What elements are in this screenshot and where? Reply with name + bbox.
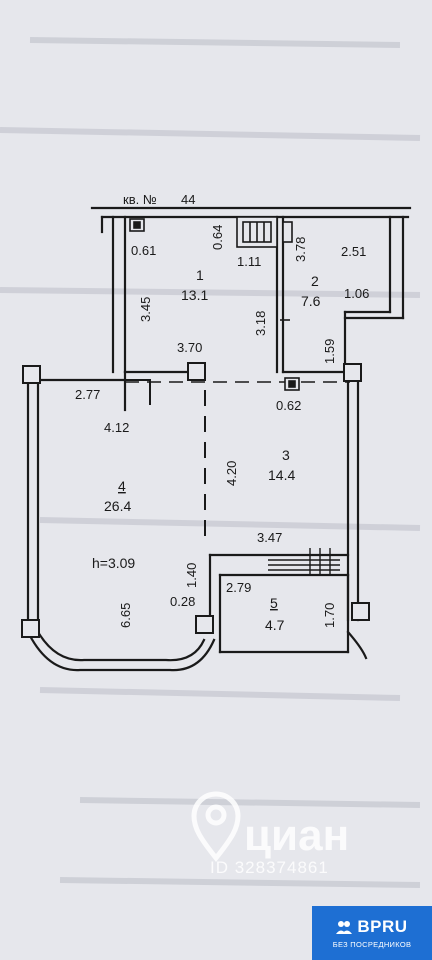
utility-blocks (129, 216, 300, 391)
dim-4-20: 4.20 (224, 461, 239, 486)
columns (21, 362, 370, 638)
room-1-area: 13.1 (181, 287, 208, 303)
room-2-number: 2 (311, 273, 319, 289)
dim-6-65: 6.65 (118, 603, 133, 628)
watermark-id: ID 328374861 (210, 858, 329, 877)
dim-1-70: 1.70 (322, 603, 337, 628)
dim-1-11: 1.11 (237, 254, 261, 269)
dim-0-64: 0.64 (210, 225, 225, 250)
dim-1-59: 1.59 (322, 339, 337, 364)
room-2-area: 7.6 (301, 293, 321, 309)
room-5-area: 4.7 (265, 617, 285, 633)
walls (26, 206, 412, 672)
dim-3-47: 3.47 (257, 530, 282, 545)
room-3-area: 14.4 (268, 467, 295, 483)
room-3-number: 3 (282, 447, 290, 463)
dim-0-61: 0.61 (131, 243, 156, 258)
dim-1-06: 1.06 (344, 286, 369, 301)
dim-3-18: 3.18 (253, 311, 268, 336)
dim-0-28: 0.28 (170, 594, 195, 609)
room-4-area: 26.4 (104, 498, 131, 514)
door-swing (125, 379, 151, 405)
dim-1-40: 1.40 (184, 563, 199, 588)
people-icon (336, 921, 353, 934)
background-print (0, 37, 421, 888)
dim-3-78: 3.78 (293, 237, 308, 262)
dim-0-62: 0.62 (276, 398, 301, 413)
dim-4-12: 4.12 (104, 420, 129, 435)
balcony-steps (268, 548, 340, 575)
apartment-number: 44 (181, 192, 195, 207)
dim-3-45: 3.45 (138, 297, 153, 322)
cian-watermark: циан ID 328374861 (191, 791, 349, 877)
dim-2-77: 2.77 (75, 387, 100, 402)
room-1-number: 1 (196, 267, 204, 283)
dim-2-51: 2.51 (341, 244, 366, 259)
watermark-brand: циан (244, 811, 349, 860)
dim-3-70: 3.70 (177, 340, 202, 355)
badge-brand: BPRU (357, 917, 408, 936)
map-pin-icon (191, 791, 241, 863)
badge-subtitle: БЕЗ ПОСРЕДНИКОВ (332, 940, 412, 949)
dim-2-79: 2.79 (226, 580, 251, 595)
apartment-label: кв. № (123, 192, 157, 207)
bpru-badge[interactable]: BPRU БЕЗ ПОСРЕДНИКОВ (312, 906, 432, 960)
ceiling-height: h=3.09 (92, 555, 135, 571)
room-4-number: 4 (118, 478, 126, 494)
room-5-number: 5 (270, 595, 278, 611)
